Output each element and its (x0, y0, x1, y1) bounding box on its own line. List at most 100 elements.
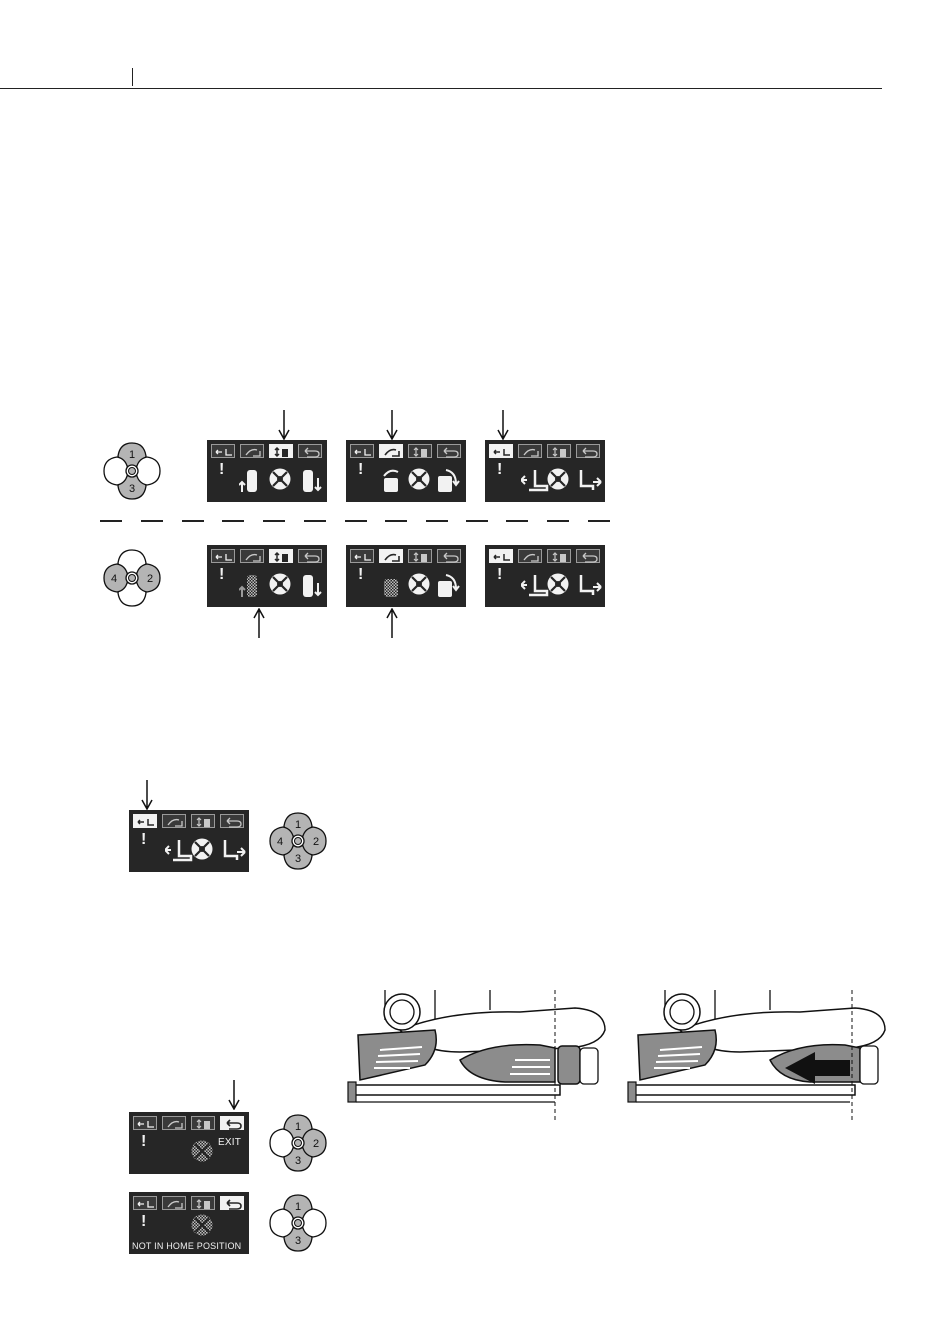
display-panel-height: ! (207, 440, 327, 502)
seat-slide-icon (353, 551, 373, 563)
tilt-back-icon (380, 466, 406, 496)
display-panel-slide-3: ! (129, 810, 249, 872)
tab-return (298, 444, 322, 458)
display-panel-tilt: ! (346, 440, 466, 502)
slide-back-icon (521, 466, 549, 496)
display-panel-slide-2: ! (485, 545, 605, 607)
seat-slide-icon (353, 446, 373, 458)
button-3-label: 3 (129, 483, 135, 495)
slide-forward-icon (577, 466, 605, 496)
pointer-arrow-down-icon (386, 410, 398, 440)
pointer-arrow-down-icon (278, 410, 290, 440)
knob-icon (269, 468, 291, 490)
height-up-icon (239, 466, 265, 496)
return-icon (579, 446, 599, 458)
knob-icon (269, 573, 291, 595)
return-icon (223, 1118, 243, 1130)
button-1-label: 1 (295, 1201, 301, 1213)
seat-slide-icon (136, 816, 156, 828)
warning-icon: ! (141, 832, 146, 848)
height-up-dimmed-icon (239, 571, 265, 601)
warning-icon: ! (358, 567, 363, 583)
pointer-arrow-up-icon (386, 608, 398, 638)
knob-icon (191, 838, 213, 860)
controller-up-down[interactable]: 1 3 (101, 440, 163, 502)
backrest-tilt-icon (521, 446, 541, 458)
seat-slide-icon (136, 1198, 156, 1210)
backrest-tilt-icon (243, 446, 263, 458)
knob-icon (408, 573, 430, 595)
seat-height-icon (194, 816, 214, 828)
backrest-tilt-icon (165, 1198, 185, 1210)
return-icon (579, 551, 599, 563)
button-2-label: 2 (147, 573, 153, 585)
warning-icon: ! (141, 1214, 146, 1230)
seat-slide-icon (492, 551, 512, 563)
seat-height-icon (194, 1118, 214, 1130)
height-down-icon (301, 466, 327, 496)
dashed-divider (100, 520, 610, 522)
warning-icon: ! (497, 462, 502, 478)
seat-slide-icon (214, 446, 234, 458)
pointer-arrow-up-icon (253, 608, 265, 638)
header-tick (132, 68, 133, 86)
warning-icon: ! (497, 567, 502, 583)
knob-icon (408, 468, 430, 490)
display-panel-height-2: ! (207, 545, 327, 607)
backrest-tilt-icon (165, 1118, 185, 1130)
knob-icon (191, 1140, 213, 1162)
tilt-forward-icon (436, 466, 462, 496)
slide-back-icon (521, 571, 549, 601)
slide-forward-icon (577, 571, 605, 601)
backrest-tilt-icon (243, 551, 263, 563)
button-1-label: 1 (295, 819, 301, 831)
display-panel-slide: ! (485, 440, 605, 502)
return-icon (223, 816, 243, 828)
return-icon (301, 446, 321, 458)
controller-all[interactable]: 1 2 3 4 (267, 810, 329, 872)
button-4-label: 4 (111, 573, 117, 585)
tilt-forward-icon (436, 571, 462, 601)
return-icon (301, 551, 321, 563)
seat-slide-icon (136, 1118, 156, 1130)
seat-height-icon (411, 551, 431, 563)
button-3-label: 3 (295, 853, 301, 865)
seat-height-icon (194, 1198, 214, 1210)
button-1-label: 1 (295, 1121, 301, 1133)
controller-left-right[interactable]: 4 2 (101, 547, 163, 609)
button-3-label: 3 (295, 1155, 301, 1167)
button-4-label: 4 (277, 836, 283, 848)
display-panel-tilt-2: ! (346, 545, 466, 607)
slide-forward-icon (221, 836, 249, 866)
button-3-label: 3 (295, 1235, 301, 1247)
controller-exit[interactable]: 1 2 3 (267, 1112, 329, 1174)
display-panel-exit: ! EXIT (129, 1112, 249, 1174)
backrest-tilt-icon (165, 816, 185, 828)
return-icon (440, 551, 460, 563)
warning-icon: ! (219, 462, 224, 478)
seat-height-icon (272, 551, 292, 563)
tab-height (269, 444, 293, 458)
warning-icon: ! (358, 462, 363, 478)
seat-illustration-home (340, 990, 610, 1120)
seat-height-icon (550, 551, 570, 563)
knob-icon (191, 1214, 213, 1236)
display-panel-not-home: ! NOT IN HOME POSITION (129, 1192, 249, 1254)
backrest-tilt-icon (382, 446, 402, 458)
exit-label: EXIT (218, 1137, 241, 1148)
pointer-arrow-down-icon (497, 410, 509, 440)
knob-icon (547, 573, 569, 595)
pointer-arrow-down-icon (228, 1080, 240, 1110)
button-1-label: 1 (129, 449, 135, 461)
knob-icon (547, 468, 569, 490)
warning-icon: ! (141, 1134, 146, 1150)
button-2-label: 2 (313, 1138, 319, 1150)
not-home-message: NOT IN HOME POSITION (132, 1241, 241, 1251)
return-icon (440, 446, 460, 458)
warning-icon: ! (219, 567, 224, 583)
tab-slide (211, 444, 235, 458)
controller-not-home[interactable]: 1 3 (267, 1192, 329, 1254)
height-down-icon (301, 571, 327, 601)
backrest-tilt-icon (521, 551, 541, 563)
seat-illustration-moved (620, 990, 890, 1120)
